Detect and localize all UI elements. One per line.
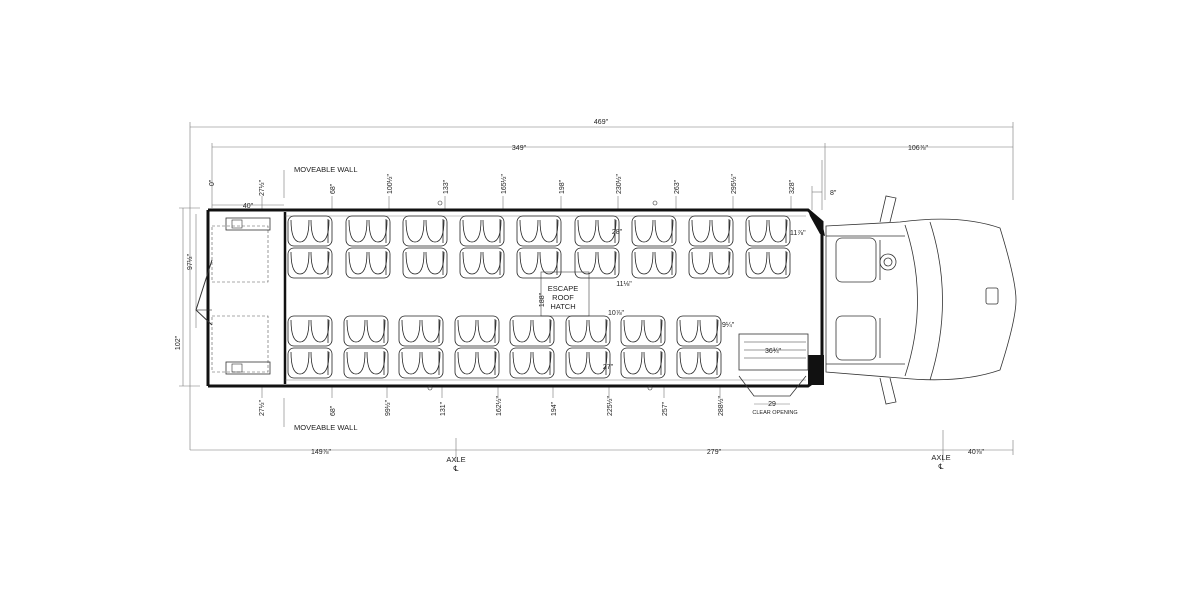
seat-bottom-b-6 (565, 347, 611, 379)
axle-rear-label: AXLE (446, 455, 465, 464)
bottom-position-label-2: 99½" (384, 399, 392, 416)
bus-cab (825, 195, 1017, 405)
seat-top-a-3 (402, 215, 448, 247)
rear-overhang-label: 149⅞" (311, 449, 332, 456)
seat-top-b-7 (631, 247, 677, 279)
seat-top-b-8 (688, 247, 734, 279)
width-inner-label: 97½" (186, 253, 194, 270)
axle-front-centerline: ℄ (938, 462, 945, 471)
axle-rear-centerline: ℄ (453, 464, 460, 473)
bottom-position-label-4: 162½" (495, 395, 503, 416)
top-position-label-1: 68" (330, 183, 337, 194)
clear-opening-width-label: 29 (768, 401, 776, 408)
seat-bottom-a-7 (620, 315, 666, 347)
wheelbase-label: 279" (707, 449, 722, 456)
seat-top-a-9 (745, 215, 791, 247)
axle-front-label: AXLE (931, 453, 950, 462)
front-axle-offset-label: 40⅞" (968, 449, 985, 456)
seat-top-b-4 (459, 247, 505, 279)
bottom-position-label-8: 288½" (717, 395, 725, 416)
seat-bottom-a-4 (454, 315, 500, 347)
seat-top-b-1 (287, 247, 333, 279)
seat-top-a-2 (345, 215, 391, 247)
seat-bottom-a-8 (676, 315, 722, 347)
bottom-position-label-7: 257" (662, 401, 669, 416)
seat-top-b-9 (745, 247, 791, 279)
zero-label: 0" (209, 179, 216, 186)
seat-bottom-b-7 (620, 347, 666, 379)
moveable-wall-top-label: MOVEABLE WALL (294, 165, 358, 174)
seat-bottom-b-4 (454, 347, 500, 379)
top-position-label-9: 328" (789, 179, 796, 194)
roof-label: ROOF (552, 293, 574, 302)
bottom-position-label-3: 131" (440, 401, 447, 416)
offset-8-label: 8" (830, 190, 837, 197)
bottom-wall-pos-label: 27½" (258, 399, 266, 416)
right-offset-label: 11⅞" (790, 230, 806, 237)
body-length-label: 349" (512, 145, 527, 152)
top-position-label-7: 263" (674, 179, 681, 194)
top-position-label-2: 100½" (386, 173, 394, 194)
moveable-wall-bottom-label: MOVEABLE WALL (294, 423, 358, 432)
front-overhang-label: 106⅞" (908, 145, 929, 152)
top-position-label-6: 230½" (615, 173, 623, 194)
seat-bottom-b-2 (343, 347, 389, 379)
seat-gap-right-label: 9¼" (722, 322, 735, 329)
seat-bottom-a-5 (509, 315, 555, 347)
seat-bottom-b-5 (509, 347, 555, 379)
seat-top-a-4 (459, 215, 505, 247)
seat-top-a-8 (688, 215, 734, 247)
seat-bottom-a-1 (287, 315, 333, 347)
driver-seat (835, 237, 877, 283)
hatch-pos-label: 188" (539, 292, 546, 307)
seat-bottom-b-3 (398, 347, 444, 379)
clear-opening-label: CLEAR OPENING (752, 410, 797, 416)
seat-top-a-7 (631, 215, 677, 247)
seat-top-b-2 (345, 247, 391, 279)
seat-top-b-6 (574, 247, 620, 279)
seat-bottom-a-2 (343, 315, 389, 347)
bottom-position-label-6: 225½" (606, 395, 614, 416)
hatch-label: HATCH (550, 302, 575, 311)
door-seat-gap-label: 10⅞" (608, 310, 625, 317)
aisle-offset-label: 11⅛" (616, 281, 632, 288)
seat-bottom-b-1 (287, 347, 333, 379)
width-outer-label: 102" (175, 335, 182, 350)
stair-width-label: 36¾" (765, 348, 782, 355)
bottom-position-label-5: 194" (551, 401, 558, 416)
top-position-label-8: 295½" (730, 173, 738, 194)
seat-bottom-a-3 (398, 315, 444, 347)
overall-length-label: 469" (594, 119, 609, 126)
passenger-seat (835, 315, 877, 361)
mid-bottom-label: 27" (603, 364, 614, 371)
seat-bottom-b-8 (676, 347, 722, 379)
seat-top-a-1 (287, 215, 333, 247)
top-position-label-5: 198" (559, 179, 566, 194)
seat-top-a-6 (574, 215, 620, 247)
seat-bottom-a-6 (565, 315, 611, 347)
top-position-label-3: 133" (443, 179, 450, 194)
top-seat-positions: 68" 100½" 133" 165½" 198" 230½" 263" 295½" 328" (330, 173, 796, 194)
seat-rows (287, 215, 791, 379)
mid-top-label: 28" (612, 229, 623, 236)
bottom-position-label-1: 68" (330, 405, 337, 416)
bottom-seat-positions: 68" 99½" 131" 162½" 194" 225½" 257" 288½" (330, 395, 725, 416)
seat-top-b-5 (516, 247, 562, 279)
top-wall-pos-label: 27½" (258, 179, 266, 196)
top-position-label-4: 165½" (500, 173, 508, 194)
bus-body (195, 200, 825, 405)
seat-top-a-5 (516, 215, 562, 247)
escape-label: ESCAPE (548, 284, 578, 293)
seat-top-b-3 (402, 247, 448, 279)
dimension-lines (179, 122, 1014, 462)
dimension-labels: 469" 349" 106⅞" 0" 40" 27½" 27½" 8" 97½"… (175, 119, 985, 473)
rear-gap-label: 40" (243, 203, 254, 210)
